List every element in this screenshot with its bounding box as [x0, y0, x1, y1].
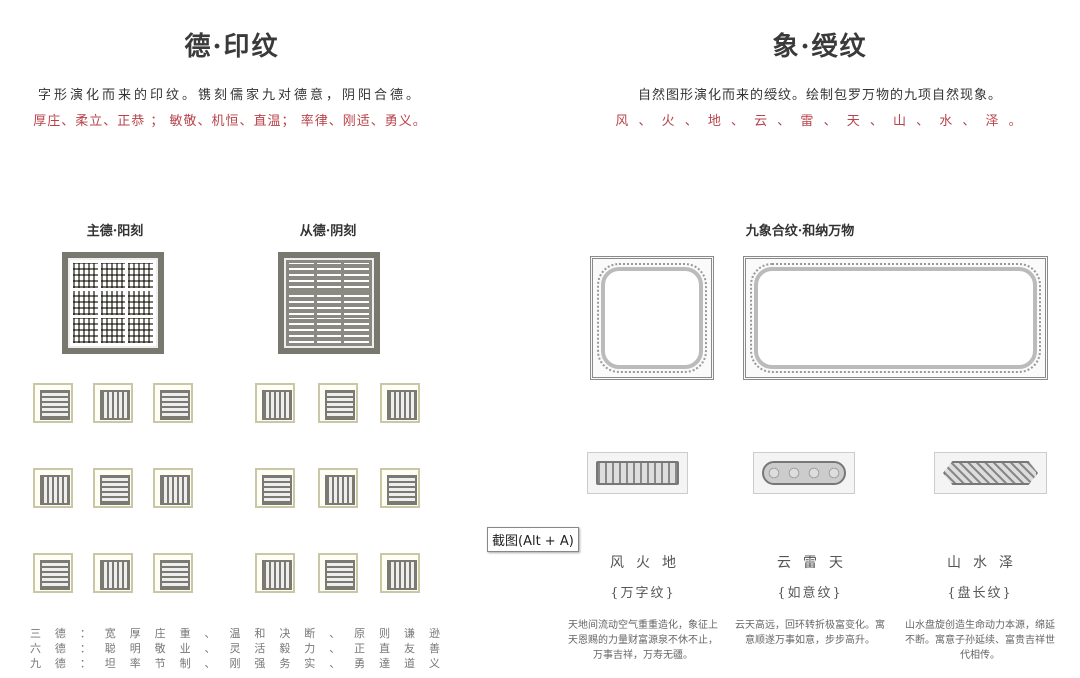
left-intro: 字形演化而来的印纹。镌刻儒家九对德意，阴阳合德。 — [37, 88, 422, 103]
virtue-row: 九德：坦率节制、刚强务实、勇達道义 — [30, 657, 440, 670]
wide-frame-pattern — [743, 256, 1048, 380]
left-virtues: 厚庄、柔立、正恭 ； 敏敬、机恒、直温； 率律、刚适、勇义。 — [33, 114, 427, 129]
screenshot-tooltip: 截图(Alt + A) — [487, 527, 579, 552]
right-elements: 风 、 火 、 地 、 云 、 雷 、 天 、 山 、 水 、 泽 。 — [615, 114, 1025, 129]
small-seal — [93, 468, 133, 508]
group-desc: 云天高远，回环转折极富变化。寓意顺遂万事如意，步步高升。 — [735, 620, 885, 646]
small-seal — [93, 383, 133, 423]
small-seal — [33, 553, 73, 593]
small-seal — [380, 468, 420, 508]
small-seal — [380, 553, 420, 593]
small-seal — [153, 383, 193, 423]
yin-label: 从德·阴刻 — [299, 224, 357, 239]
yang-label: 主德·阳刻 — [86, 224, 144, 239]
virtue-row: 六德：聪明敬业、灵活毅力、正直友善 — [30, 642, 440, 655]
group-name: 山水泽 — [947, 555, 1025, 571]
small-seal — [380, 383, 420, 423]
combined-label: 九象合纹·和纳万物 — [745, 224, 855, 239]
virtue-table: 三德：宽厚庄重、温和决断、原则谦逊 六德：聪明敬业、灵活毅力、正直友善 九德：坦… — [30, 626, 440, 671]
right-intro: 自然图形演化而来的绶纹。绘制包罗万物的九项自然现象。 — [637, 88, 1002, 103]
virtue-row: 三德：宽厚庄重、温和决断、原则谦逊 — [30, 627, 440, 640]
group-name: 云雷天 — [777, 555, 855, 571]
small-seal — [255, 553, 295, 593]
square-frame-pattern — [590, 256, 714, 380]
ruyi-pattern-panel — [753, 452, 855, 494]
small-seal — [255, 468, 295, 508]
small-seal — [318, 383, 358, 423]
group-pattern: {盘长纹} — [947, 586, 1013, 601]
small-seal — [93, 553, 133, 593]
panchang-pattern-panel — [934, 452, 1047, 494]
yin-seal — [278, 252, 380, 354]
small-seal — [153, 468, 193, 508]
group-desc: 山水盘旋创造生命动力本源，绵延不断。寓意子孙延续、富贵吉祥世代相传。 — [905, 620, 1055, 661]
group-pattern: {万字纹} — [610, 586, 676, 601]
small-seal — [33, 468, 73, 508]
group-name: 风火地 — [610, 555, 688, 571]
small-seal — [33, 383, 73, 423]
right-title: 象·绶纹 — [772, 32, 868, 62]
small-seal — [318, 553, 358, 593]
wanzi-pattern-panel — [587, 452, 688, 494]
small-seal — [255, 383, 295, 423]
yang-seal — [62, 252, 164, 354]
small-seal — [318, 468, 358, 508]
left-title: 德·印纹 — [184, 32, 280, 62]
group-desc: 天地间流动空气重重造化，象征上天恩赐的力量财富源泉不休不止，万事吉祥，万寿无疆。 — [568, 620, 718, 661]
small-seal — [153, 553, 193, 593]
group-pattern: {如意纹} — [777, 586, 843, 601]
